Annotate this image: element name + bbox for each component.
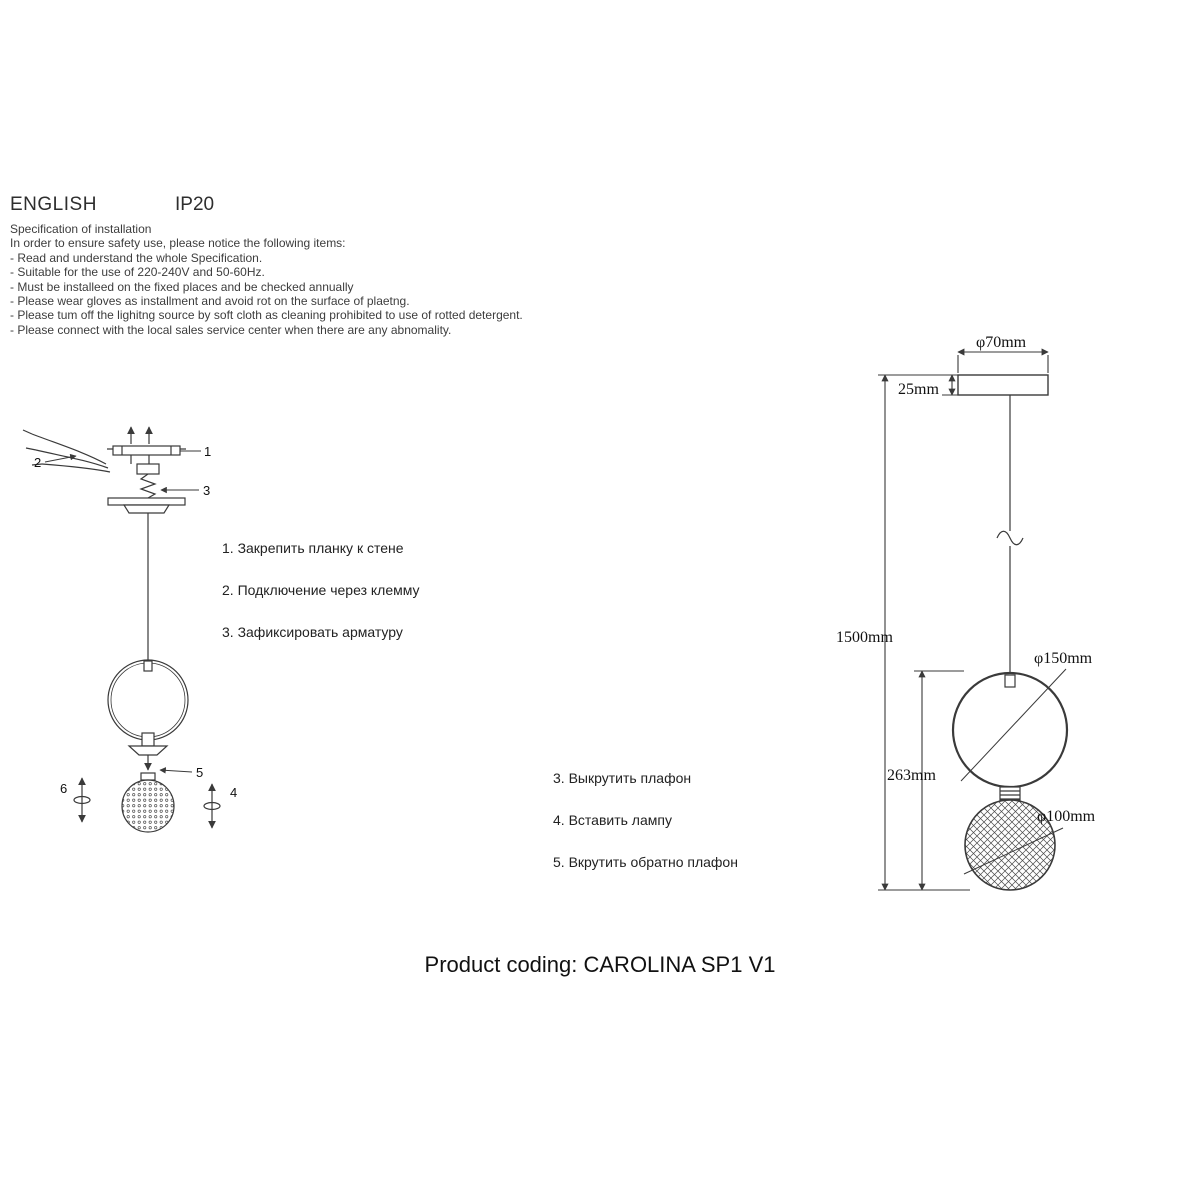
assembly-diagram: 1 2 3 5 6 4 <box>22 426 237 833</box>
spec-item: - Suitable for the use of 220-240V and 5… <box>10 265 265 280</box>
assembly-drawing <box>22 426 221 833</box>
canopy-drawing <box>957 374 1049 396</box>
canopy-height-label: 25mm <box>898 381 939 398</box>
spec-item: - Please wear gloves as installment and … <box>10 294 410 309</box>
spec-item: - Read and understand the whole Specific… <box>10 250 263 265</box>
canopy-diameter-label: φ70mm <box>976 334 1027 351</box>
spec-intro: In order to ensure safety use, please no… <box>10 236 346 251</box>
crystal-sphere-drawing <box>121 779 175 833</box>
lamp-step: 3. Выкрутить плафон <box>553 770 692 786</box>
specification-block: Specification of installation In order t… <box>10 222 650 337</box>
terminal-block-drawing <box>136 463 160 499</box>
dimension-diagram: φ70mm 25mm 1500mm 263mm φ150mm φ100mm <box>836 334 1096 891</box>
callout-2: 2 <box>34 455 41 470</box>
socket-neck-drawing <box>999 786 1021 801</box>
callout-3: 3 <box>203 483 210 498</box>
rotation-symbol-right <box>203 783 221 829</box>
sphere-diameter-label: φ100mm <box>1037 808 1096 825</box>
callout-5: 5 <box>196 765 203 780</box>
spec-item: - Must be installeed on the fixed places… <box>10 279 354 294</box>
lamp-steps-block: 3. Выкрутить плафон 4. Вставить лампу 5.… <box>553 770 738 896</box>
install-step: 3. Зафиксировать арматуру <box>222 624 403 640</box>
install-step: 2. Подключение через клемму <box>222 582 420 598</box>
ring-diameter-label: φ150mm <box>1034 650 1093 667</box>
fixture-drawing <box>951 374 1069 891</box>
callout-1: 1 <box>204 444 211 459</box>
spec-item: - Please tum off the lighitng source by … <box>10 308 523 323</box>
overall-height-label: 1500mm <box>836 629 893 646</box>
lamp-step: 5. Вкрутить обратно плафон <box>553 854 738 870</box>
dimension-lines <box>878 348 1067 891</box>
supply-wires-drawing <box>22 429 111 473</box>
product-coding: Product coding: CAROLINA SP1 V1 <box>424 952 776 977</box>
language-label: ENGLISH <box>10 194 97 215</box>
ring-drawing-dim <box>951 671 1069 789</box>
lamp-holder-drawing <box>127 732 169 781</box>
ring-drawing <box>107 659 189 741</box>
callout-leaders <box>44 450 201 774</box>
lamp-step: 4. Вставить лампу <box>553 812 672 828</box>
install-step: 1. Закрепить планку к стене <box>222 540 404 556</box>
ceiling-cup-drawing <box>107 497 186 514</box>
spec-title: Specification of installation <box>10 222 152 236</box>
callout-6: 6 <box>60 781 67 796</box>
ip-rating-label: IP20 <box>175 194 215 215</box>
ring-hook-drawing <box>1004 674 1016 688</box>
spec-item: - Please connect with the local sales se… <box>10 322 452 337</box>
fixture-height-label: 263mm <box>887 767 936 784</box>
rotation-symbol-left <box>73 777 91 823</box>
cable-break-symbol <box>996 530 1024 546</box>
crystal-sphere-drawing-dim <box>964 799 1056 891</box>
callout-4: 4 <box>230 785 237 800</box>
install-steps-block: 1. Закрепить планку к стене 2. Подключен… <box>222 540 420 666</box>
mounting-bracket-drawing <box>107 426 186 464</box>
